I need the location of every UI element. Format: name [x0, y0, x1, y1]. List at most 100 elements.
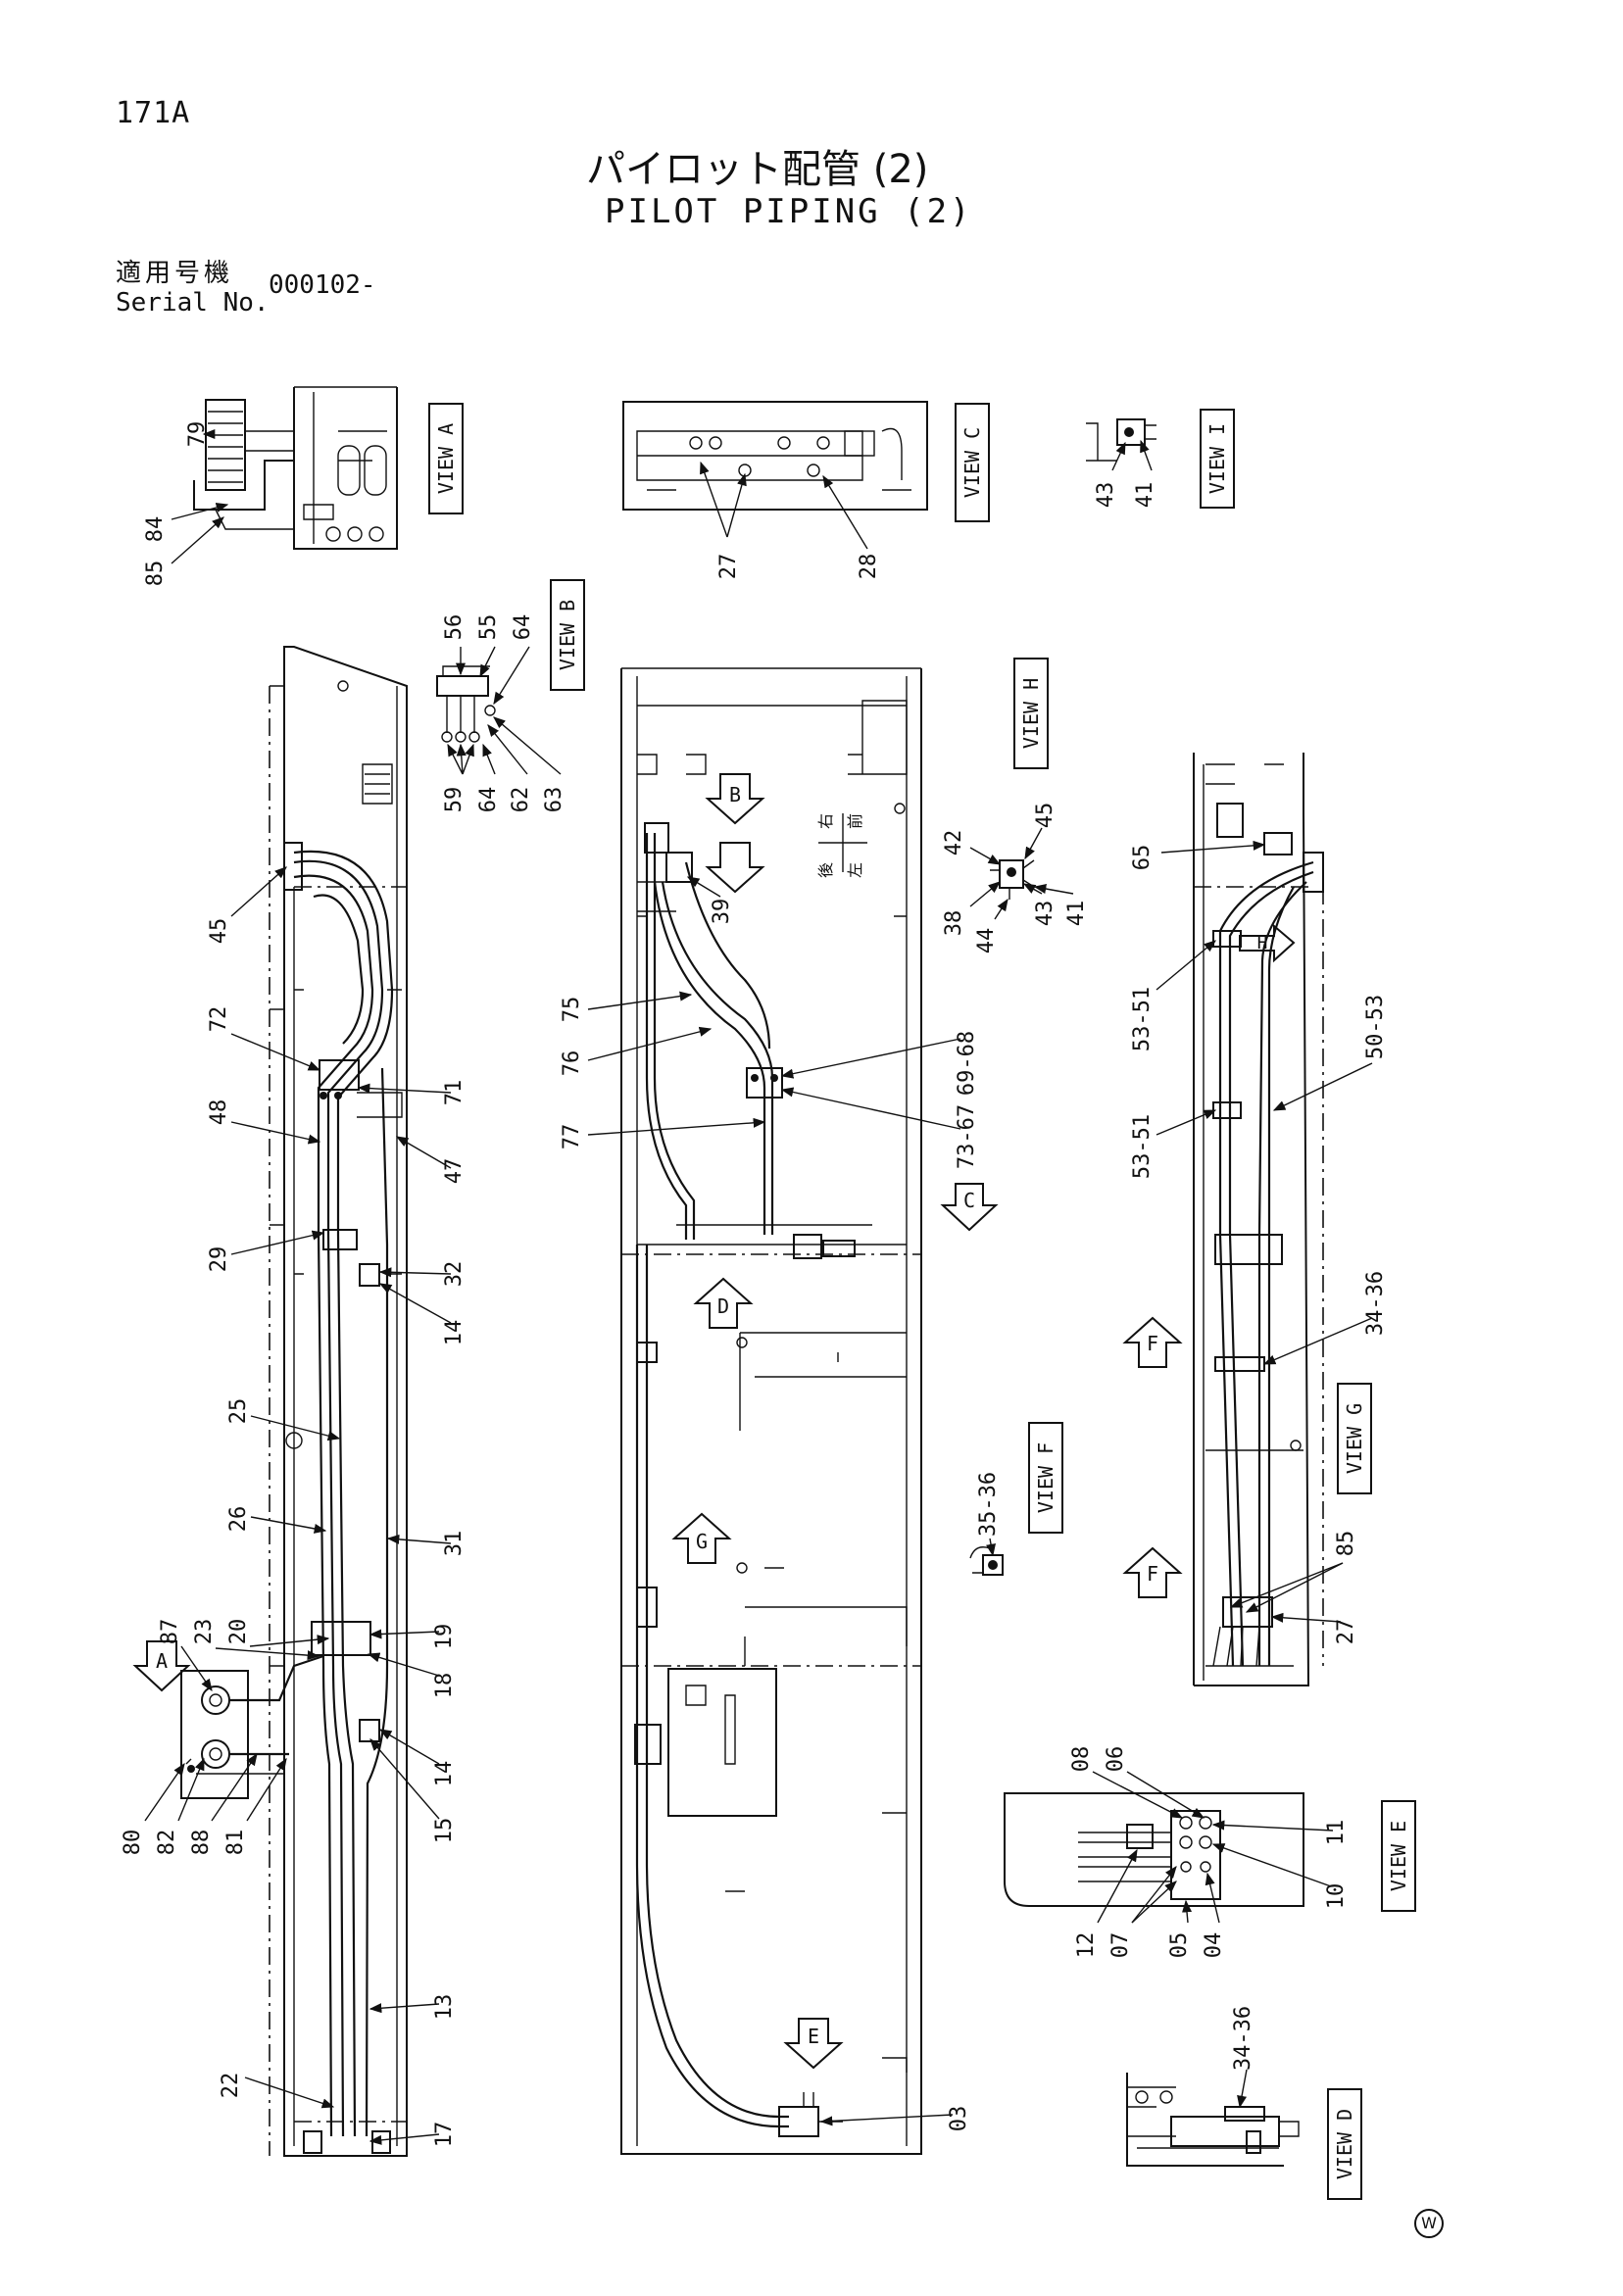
callout-e12: 12	[1074, 1932, 1099, 1959]
center-callouts: 39 75 76 69-68 77 73-67 03	[560, 876, 979, 2131]
view-c-label: VIEW C	[960, 427, 984, 498]
view-i-label-box	[1200, 409, 1235, 509]
arrow-e-letter: E	[808, 2025, 819, 2048]
center-frame	[620, 667, 922, 2155]
callout-h44: 44	[974, 928, 999, 954]
callout-m77: 77	[560, 1124, 584, 1150]
callout-e07: 07	[1108, 1932, 1133, 1959]
callout-b55: 55	[476, 614, 501, 641]
view-h-detail	[990, 859, 1035, 900]
callout-g53-51a: 53-51	[1130, 987, 1155, 1051]
callout-d34-36: 34-36	[1231, 2006, 1255, 2071]
direction-right: 右	[816, 813, 835, 829]
callout-m75: 75	[560, 997, 584, 1023]
callout-m69-68: 69-68	[955, 1031, 979, 1096]
callout-m39: 39	[710, 899, 734, 925]
view-e-detail	[1004, 1792, 1304, 1907]
callout-l47: 47	[442, 1158, 467, 1185]
arrow-h	[1239, 923, 1296, 963]
callout-l14a: 14	[442, 1320, 467, 1346]
view-g-label: VIEW G	[1343, 1403, 1366, 1474]
view-a-label: VIEW A	[434, 423, 458, 494]
callout-b64b: 64	[476, 787, 501, 813]
arrow-f-lower-letter: F	[1147, 1562, 1158, 1586]
callout-l15: 15	[432, 1818, 457, 1844]
right-arrows: H F F	[1122, 923, 1296, 1598]
view-e-label-box	[1381, 1800, 1416, 1912]
view-f-detail	[969, 1546, 1004, 1576]
callout-e06: 06	[1104, 1746, 1128, 1773]
callout-h45: 45	[1033, 803, 1057, 829]
callout-b62: 62	[509, 787, 533, 813]
serial-number-value: 000102-	[269, 270, 376, 300]
callout-m76: 76	[560, 1050, 584, 1077]
callout-h42: 42	[942, 830, 966, 856]
left-callouts: 45 72 71 48 47 29 32 14 25 26 31 87 23	[121, 866, 467, 2147]
callout-b63: 63	[542, 787, 566, 813]
title-japanese: パイロット配管 (2)	[586, 147, 929, 192]
view-c-detail	[622, 401, 928, 511]
view-b-label: VIEW B	[556, 600, 579, 670]
callout-l81: 81	[223, 1830, 248, 1856]
callout-h43: 43	[1033, 901, 1057, 927]
callout-l88: 88	[189, 1830, 214, 1856]
serial-label-english: Serial No.	[116, 288, 270, 318]
arrow-d	[693, 1277, 754, 1329]
arrow-a	[132, 1640, 191, 1692]
view-a-label-box	[428, 403, 464, 514]
callout-l29: 29	[207, 1246, 231, 1273]
callout-l23: 23	[192, 1619, 217, 1645]
arrow-e	[783, 2018, 844, 2070]
left-pipe-run	[283, 842, 403, 2137]
callout-l80: 80	[121, 1830, 145, 1856]
callout-l19: 19	[432, 1624, 457, 1650]
direction-front: 前	[846, 813, 864, 829]
callout-b56: 56	[442, 614, 467, 641]
view-h-label-box	[1013, 658, 1049, 769]
callout-l25: 25	[226, 1398, 251, 1425]
view-e-callouts: 08 06 11 10 12 07 05 04	[1069, 1746, 1349, 1959]
arrow-h-letter: H	[1257, 933, 1268, 953]
view-f-label: VIEW F	[1034, 1442, 1057, 1513]
arrow-f-lower	[1122, 1546, 1183, 1598]
callout-e11: 11	[1324, 1820, 1349, 1846]
arrow-f-upper	[1122, 1316, 1183, 1368]
callout-l48: 48	[207, 1099, 231, 1126]
callout-l72: 72	[207, 1006, 231, 1033]
callout-e10: 10	[1324, 1883, 1349, 1910]
callout-g85: 85	[1334, 1531, 1358, 1557]
view-h-label: VIEW H	[1019, 678, 1043, 749]
callout-g50-53: 50-53	[1363, 995, 1388, 1059]
view-a-detail	[193, 386, 398, 550]
callout-l22: 22	[219, 2073, 243, 2099]
callout-i41: 41	[1133, 482, 1157, 509]
callout-l18: 18	[432, 1673, 457, 1699]
callout-l14b: 14	[432, 1761, 457, 1787]
arrow-b-letter: B	[729, 783, 741, 806]
center-pipe-run	[634, 822, 856, 2137]
direction-left: 左	[846, 862, 864, 878]
callout-b64a: 64	[511, 614, 535, 641]
callout-b59: 59	[442, 787, 467, 813]
callout-l26: 26	[226, 1506, 251, 1533]
callout-h38: 38	[942, 910, 966, 937]
view-i-label: VIEW I	[1205, 423, 1229, 494]
view-i-detail	[1086, 418, 1156, 462]
callout-g34-36: 34-36	[1363, 1271, 1388, 1336]
arrow-a-letter: A	[156, 1649, 168, 1673]
callout-i43: 43	[1094, 482, 1118, 509]
callout-f35-36: 35-36	[976, 1472, 1001, 1537]
callout-l82: 82	[155, 1830, 179, 1856]
view-c-label-box	[955, 403, 990, 522]
callout-m73-67: 73-67	[955, 1104, 979, 1169]
swing-unit-detail	[180, 1654, 324, 1799]
right-pipe-run	[1212, 832, 1324, 1667]
callout-g53-51b: 53-51	[1130, 1114, 1155, 1179]
arrow-f-upper-letter: F	[1147, 1332, 1158, 1355]
arrow-g-letter: G	[696, 1530, 708, 1553]
callout-c27: 27	[716, 554, 741, 580]
callout-84: 84	[143, 516, 168, 543]
callout-l20: 20	[226, 1619, 251, 1645]
